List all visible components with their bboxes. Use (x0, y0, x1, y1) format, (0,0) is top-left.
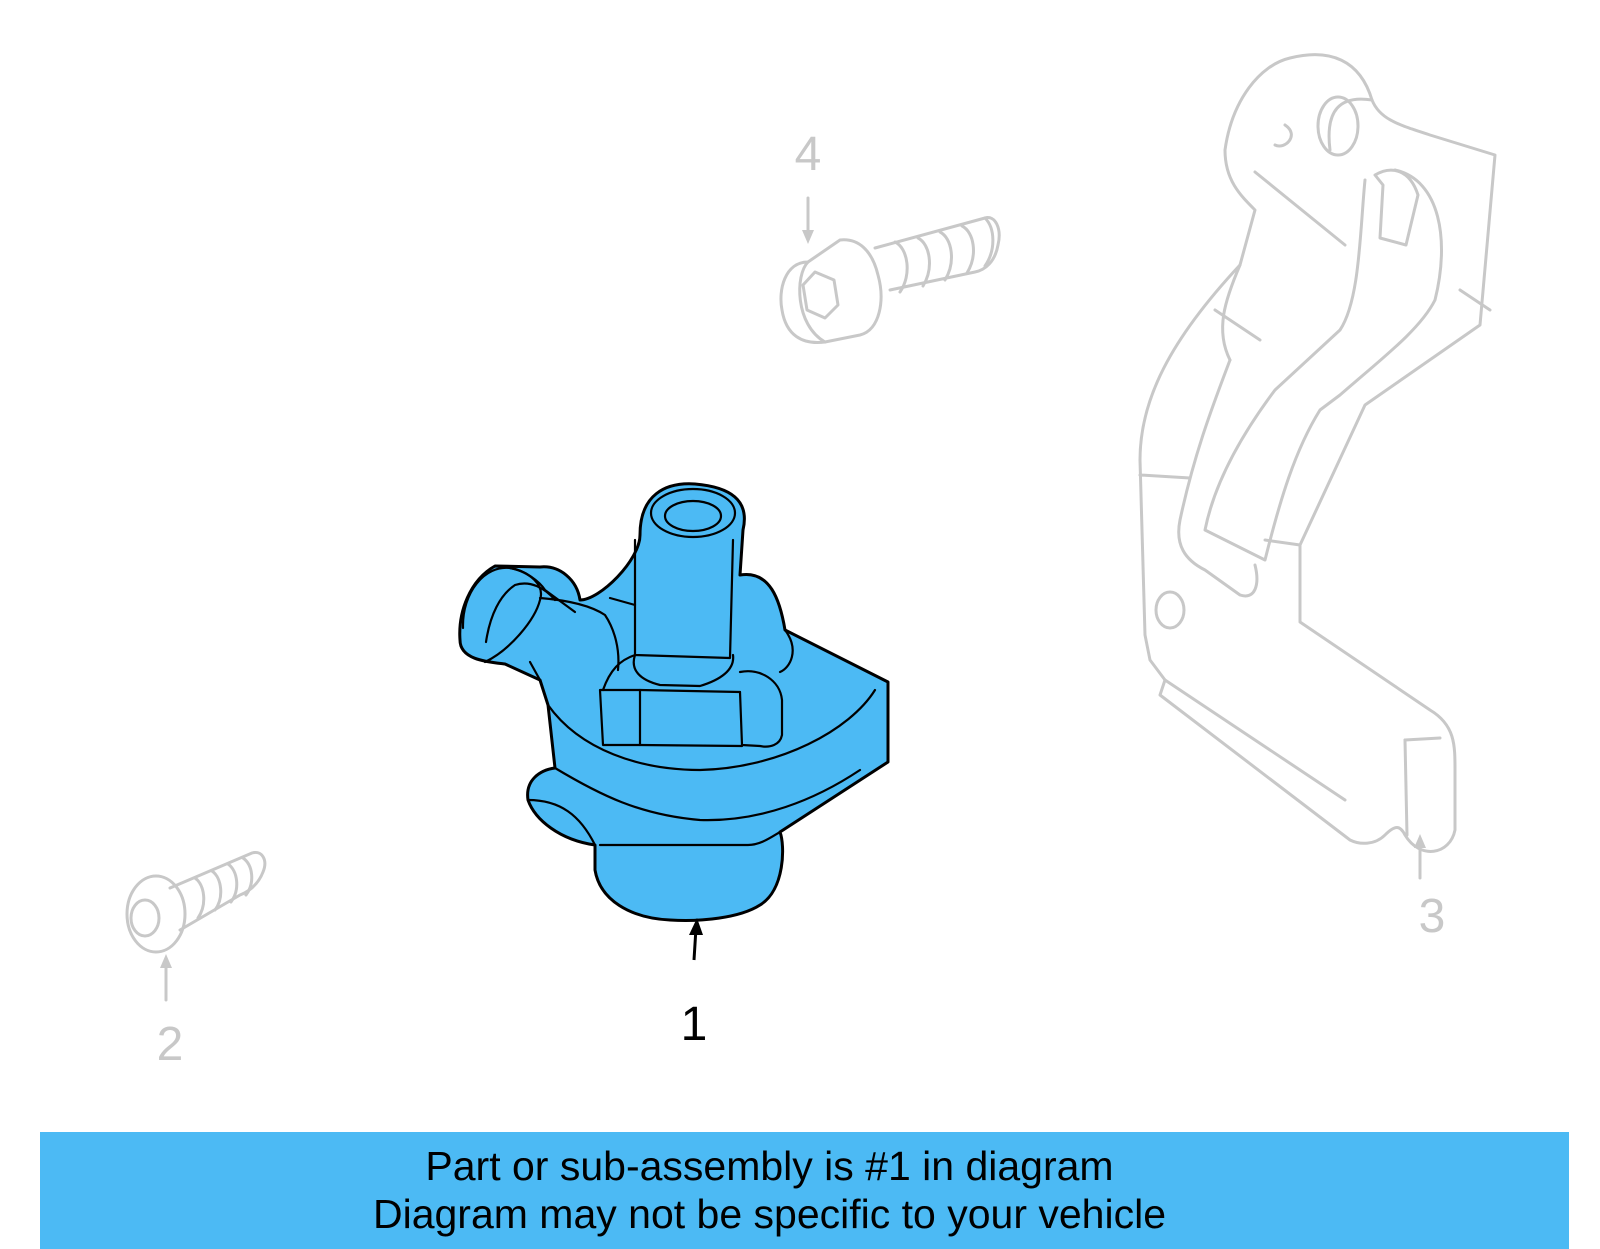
disclaimer-banner: Part or sub-assembly is #1 in diagram Di… (40, 1132, 1569, 1249)
disclaimer-line-1: Part or sub-assembly is #1 in diagram (425, 1143, 1114, 1189)
bolt-part-2 (125, 850, 267, 1002)
bolt-part-4 (779, 196, 1001, 345)
callout-4: 4 (795, 128, 822, 181)
bracket-part-3 (1138, 53, 1497, 880)
callout-1: 1 (681, 998, 708, 1051)
callout-2: 2 (157, 1018, 184, 1071)
pump-part-1 (458, 482, 890, 961)
callout-3: 3 (1419, 890, 1446, 943)
disclaimer-line-2: Diagram may not be specific to your vehi… (372, 1191, 1166, 1237)
